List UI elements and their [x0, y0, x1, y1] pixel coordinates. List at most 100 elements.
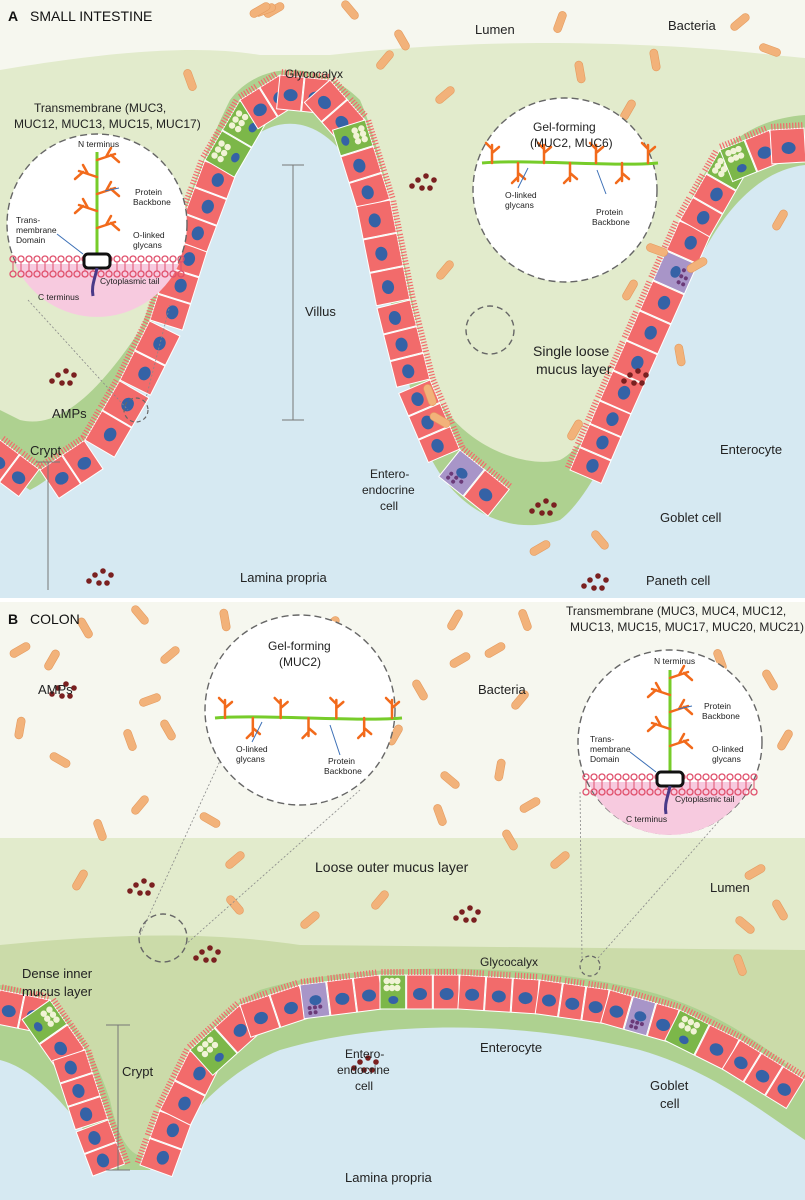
- microvillus: [475, 457, 480, 463]
- amp-particle: [459, 909, 465, 915]
- nucleus: [634, 1011, 647, 1022]
- microvillus: [419, 338, 427, 341]
- microvillus: [570, 978, 573, 985]
- microvillus: [50, 997, 57, 1003]
- nucleus: [33, 1022, 43, 1032]
- epithelial-cell: [37, 450, 82, 499]
- microvillus: [624, 329, 631, 334]
- microvillus: [565, 465, 572, 469]
- mucin-granule: [220, 149, 228, 157]
- microvillus: [190, 179, 197, 183]
- microvillus: [350, 99, 356, 105]
- epithelial-cell: [0, 451, 43, 498]
- bacterium: [649, 48, 661, 72]
- nucleus: [631, 355, 644, 370]
- microvillus: [398, 242, 405, 245]
- bacterium: [449, 652, 471, 668]
- microvillus: [390, 203, 397, 206]
- microvillus: [590, 404, 597, 409]
- microvillus: [281, 69, 284, 76]
- microvillus: [637, 299, 644, 304]
- microvillus: [397, 236, 404, 239]
- microvillus: [13, 445, 18, 451]
- nucleus: [586, 458, 599, 473]
- tm-b-c-terminus: C terminus: [626, 814, 667, 824]
- microvillus: [211, 136, 217, 141]
- nucleus: [670, 266, 681, 278]
- amp-particle: [467, 905, 473, 911]
- microvillus: [216, 1017, 222, 1023]
- microvillus: [371, 139, 378, 143]
- tm-a-cyto: Cytoplasmic tail: [100, 276, 160, 286]
- microvillus: [134, 1160, 141, 1164]
- microvillus: [91, 1066, 98, 1070]
- microvillus: [88, 1058, 95, 1062]
- microvillus: [582, 980, 585, 987]
- microvillus: [732, 1030, 737, 1037]
- epithelial-cell: [60, 435, 104, 484]
- pointer-line: [251, 721, 263, 743]
- microvillus: [60, 448, 65, 455]
- microvillus: [82, 1042, 88, 1047]
- microvillus: [713, 1021, 718, 1028]
- cytoplasmic-tail: [664, 785, 672, 815]
- zoom-line-b4: [597, 819, 721, 959]
- microvillus: [146, 1127, 153, 1131]
- microvillus: [415, 320, 422, 323]
- epithelial-cell: [664, 1005, 712, 1056]
- microvillus: [407, 284, 414, 287]
- microvillus: [354, 103, 360, 109]
- microvillus: [198, 159, 205, 163]
- microvillus: [153, 1110, 160, 1114]
- mucin-granule: [725, 149, 732, 157]
- epithelial-cell: [621, 310, 672, 355]
- mucin-granule: [217, 155, 224, 163]
- microvillus: [139, 326, 146, 330]
- nucleus: [368, 213, 381, 228]
- microvillus: [118, 1144, 125, 1148]
- granule: [318, 1004, 323, 1009]
- microvillus: [136, 331, 143, 336]
- microvillus: [658, 997, 661, 1005]
- microvillus: [89, 419, 96, 424]
- o-linked-glycan: [245, 716, 262, 740]
- microvillus: [318, 976, 321, 983]
- microvillus: [450, 425, 457, 430]
- microvillus: [212, 1021, 217, 1027]
- microvillus: [268, 74, 273, 81]
- microvillus: [424, 356, 431, 359]
- microvillus: [646, 280, 653, 285]
- microvillus: [712, 149, 719, 154]
- microvillus: [19, 987, 22, 995]
- cell-body: [0, 439, 20, 483]
- microvillus: [333, 974, 336, 981]
- microvillus: [348, 972, 351, 979]
- microvillus: [589, 407, 596, 412]
- label-loose-outer: Loose outer mucus layer: [315, 859, 469, 875]
- nucleus: [734, 1056, 748, 1070]
- microvillus: [15, 446, 21, 453]
- microvillus: [432, 384, 439, 388]
- epithelial-cell: [376, 299, 423, 335]
- microvillus: [194, 170, 201, 175]
- microvillus: [417, 329, 424, 333]
- microvillus: [654, 997, 658, 1004]
- granule: [633, 1025, 638, 1030]
- mucin-granule: [388, 977, 396, 985]
- granule: [313, 1010, 318, 1015]
- microvillus: [238, 93, 243, 100]
- amps-b: [49, 681, 481, 1073]
- microvillus: [724, 1026, 729, 1033]
- microvillus: [215, 128, 222, 133]
- gel-forming-inset-a: Gel-forming (MUC2, MUC6) O-linked glycan…: [472, 97, 659, 283]
- microvillus: [615, 348, 622, 353]
- microvillus: [396, 229, 403, 232]
- microvillus: [384, 181, 391, 185]
- epithelial-cell: [115, 348, 166, 396]
- microvillus: [411, 305, 418, 309]
- microvillus: [705, 1017, 710, 1024]
- microvillus: [218, 1015, 224, 1021]
- epithelial-cell: [721, 1035, 764, 1083]
- label-goblet-b-1: Goblet: [650, 1078, 689, 1093]
- microvillus: [124, 1161, 131, 1165]
